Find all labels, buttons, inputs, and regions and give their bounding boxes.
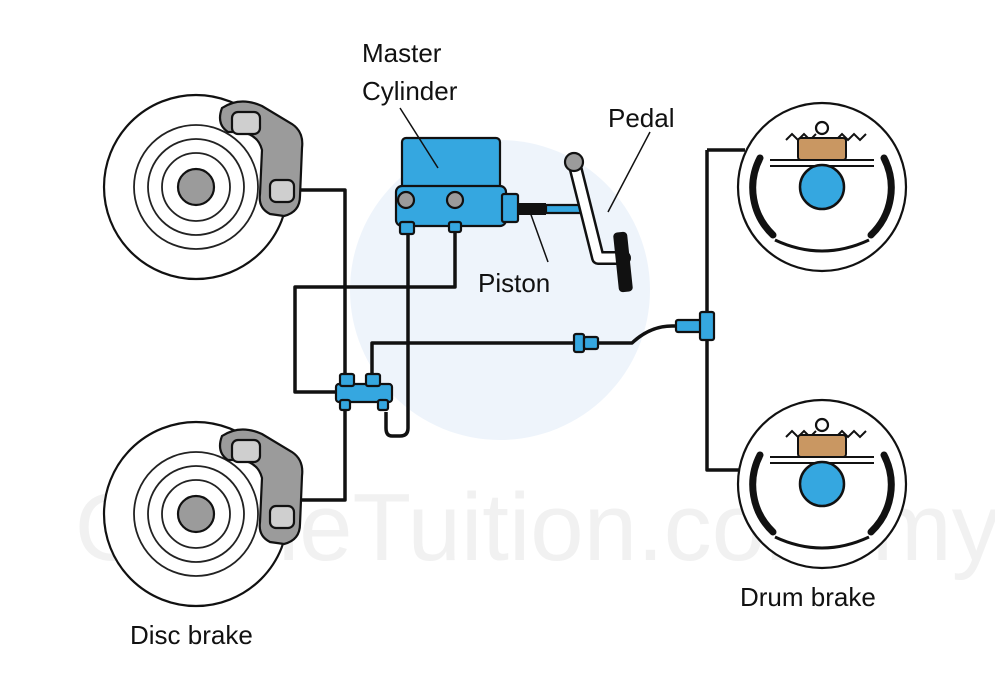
brake-pedal [563,151,633,293]
disc-brake-bottom [102,420,304,608]
master-cylinder [394,136,588,236]
drum-brake-bottom [736,398,908,570]
pedal-pad[interactable] [613,231,633,293]
brake-lines [290,148,745,502]
label-drum-brake: Drum brake [740,582,876,612]
wheel-cylinder [797,434,847,458]
hub-icon [176,167,216,207]
label-disc-brake: Disc brake [130,620,253,650]
drum-brake-top [736,101,908,273]
leader-lines [399,107,651,263]
wheel-cylinder [797,137,847,161]
label-pedal: Pedal [608,103,675,133]
rear-line-fittings [572,310,716,354]
label-master-line1: Master [362,38,442,68]
label-piston: Piston [478,268,550,298]
piston-rod [518,203,546,215]
disc-brake-top [102,93,304,281]
hub-icon [176,494,216,534]
label-master-line2: Cylinder [362,76,458,106]
reservoir [400,136,502,192]
hub-icon [798,163,846,211]
hub-icon [798,460,846,508]
proportioning-valve [334,372,394,412]
